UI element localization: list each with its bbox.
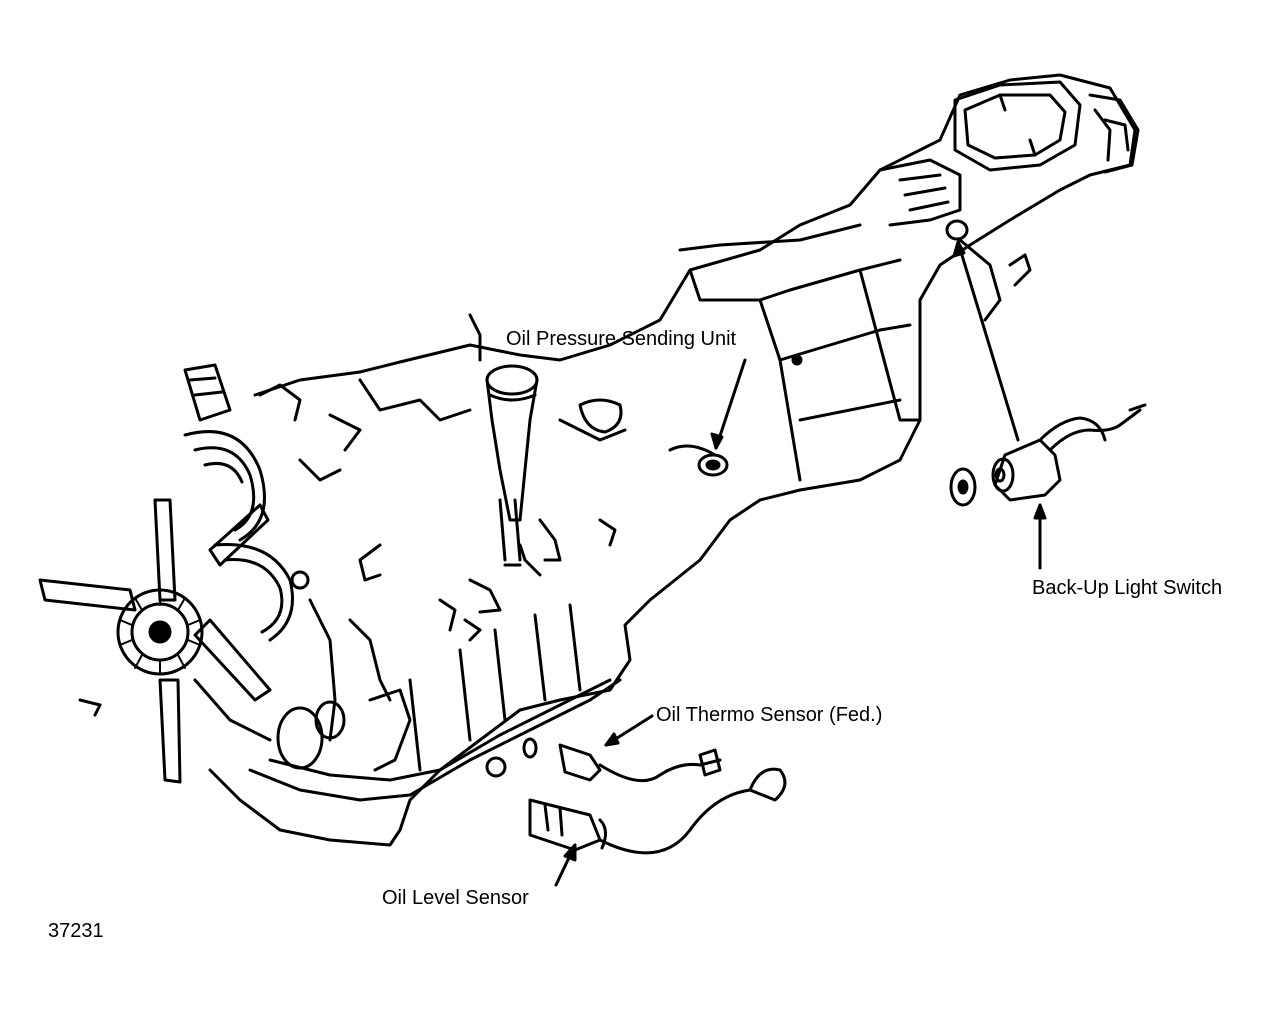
back-up-light-leader — [952, 240, 1047, 570]
oil-pressure-sending-unit — [468, 313, 729, 477]
back-up-light-switch — [949, 403, 1147, 507]
oil-thermo-sensor — [522, 737, 722, 783]
oil-thermo-sensor-label: Oil Thermo Sensor (Fed.) — [656, 704, 883, 726]
oil-level-sensor — [485, 756, 787, 855]
oil-pressure-sending-unit-label: Oil Pressure Sending Unit — [506, 328, 737, 350]
back-up-light-switch-label: Back-Up Light Switch — [1032, 577, 1223, 599]
transmission-case — [208, 73, 1140, 847]
oil-pressure-leader — [710, 358, 747, 450]
fan-assembly — [38, 363, 412, 784]
dipstick-tube — [485, 364, 539, 567]
oil-level-sensor-label: Oil Level Sensor — [382, 887, 529, 909]
oil-level-leader — [554, 843, 577, 887]
oil-thermo-leader — [604, 714, 654, 747]
figure-number: 37231 — [48, 920, 104, 942]
